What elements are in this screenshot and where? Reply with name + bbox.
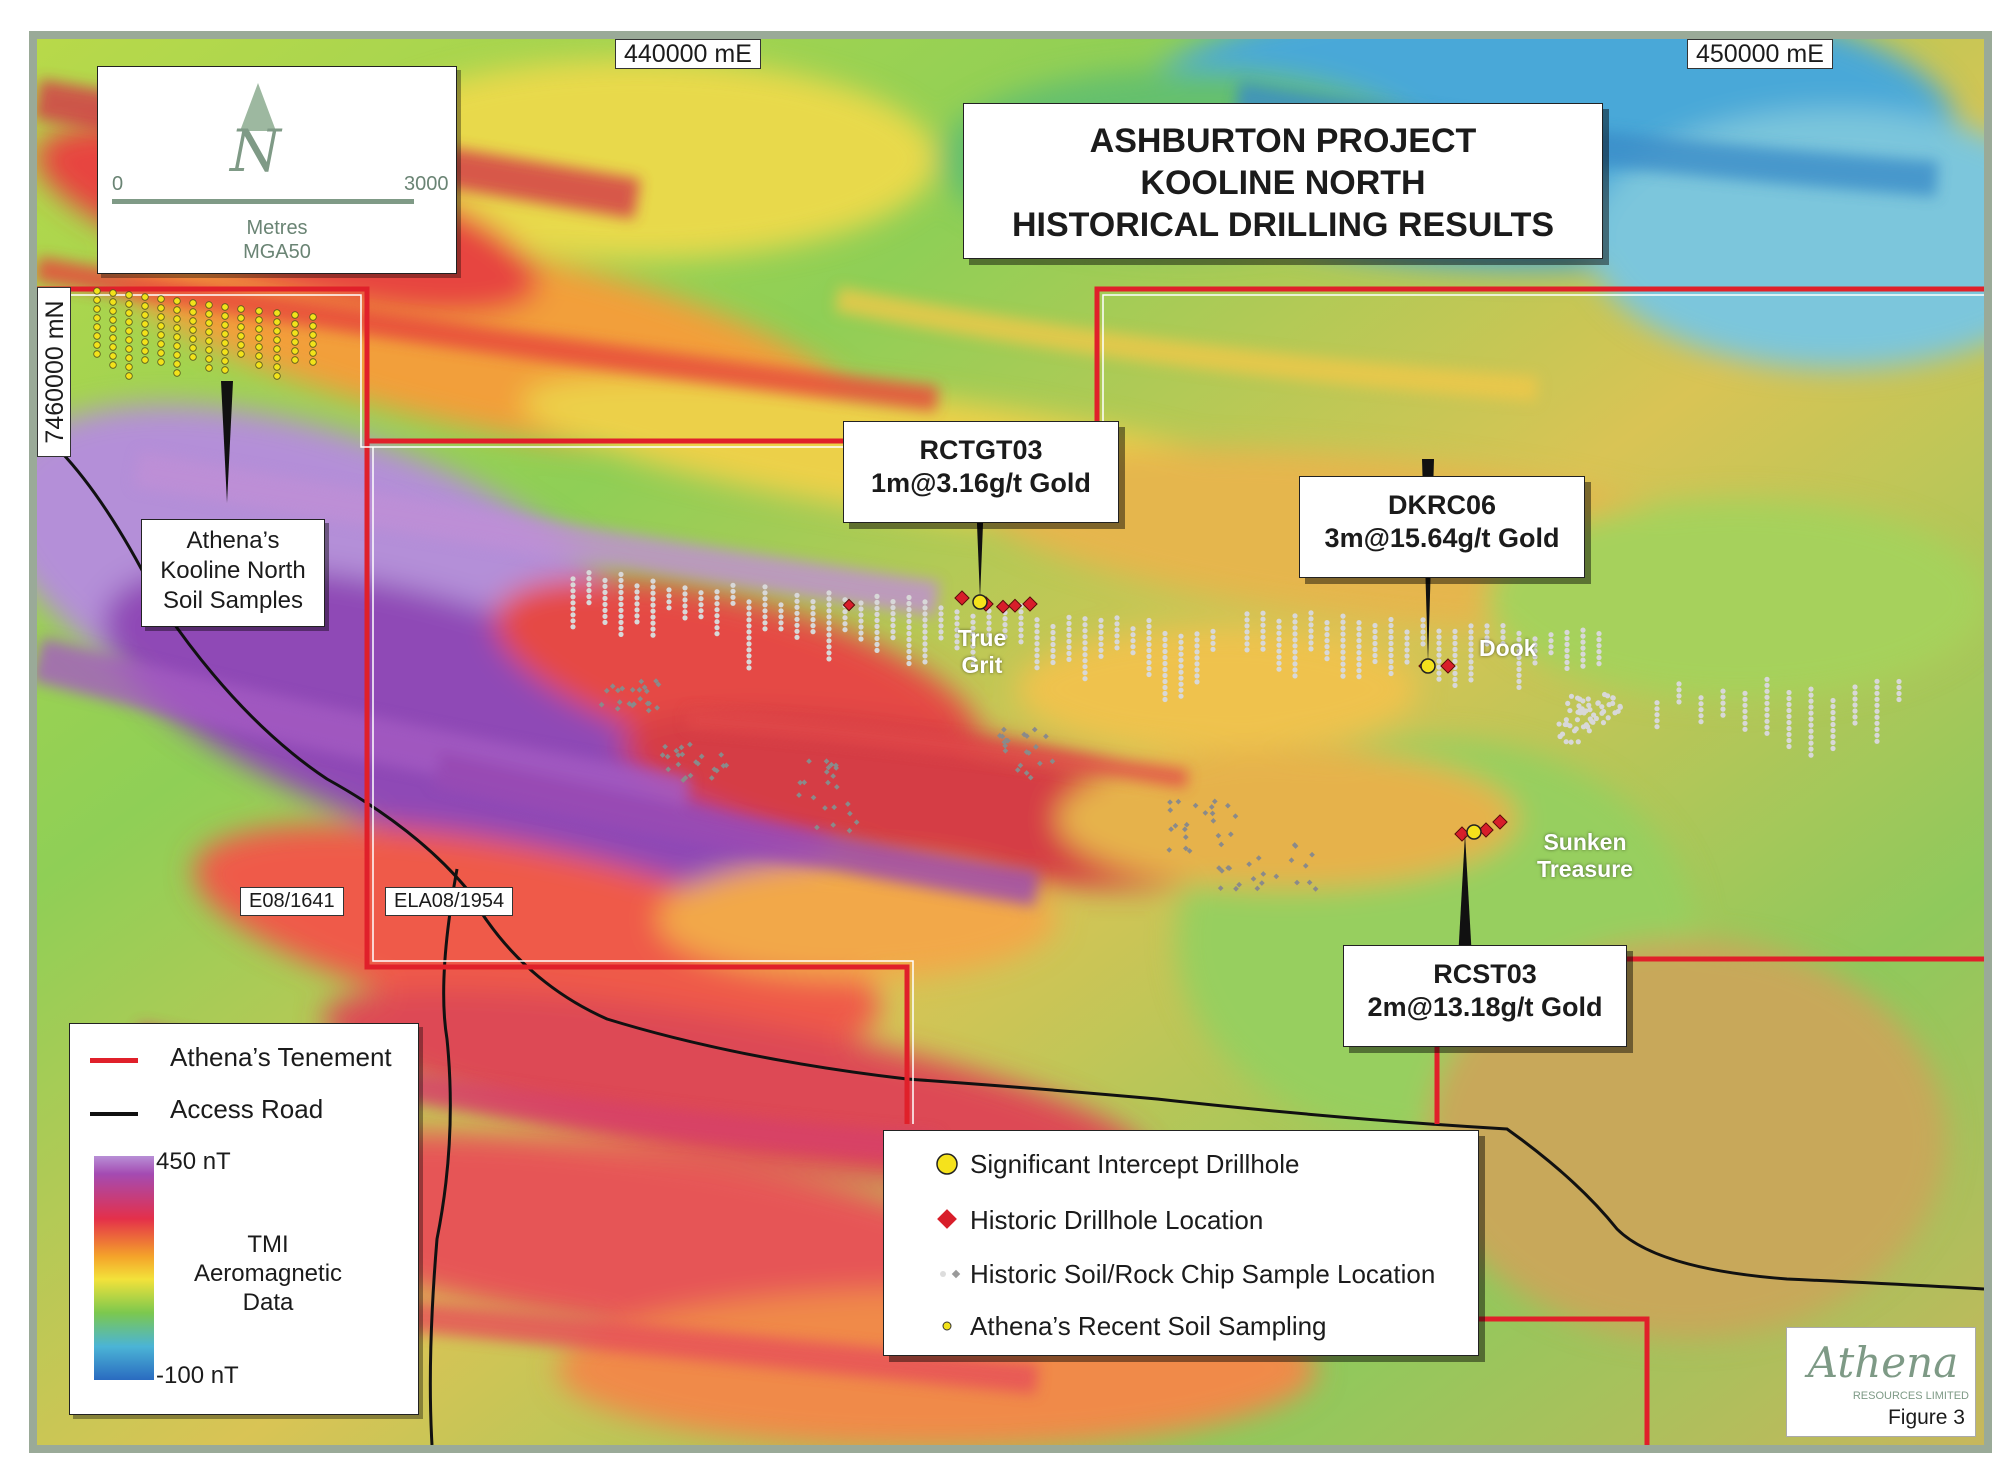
legend-tenement: Athena’s Tenement	[170, 1042, 392, 1072]
tenement-label-ela08-1954[interactable]: ELA08/1954	[385, 887, 514, 916]
callout-result: 3m@15.64g/t Gold	[1324, 523, 1560, 553]
soil-callout-line-3: Soil Samples	[162, 587, 304, 614]
athena-logo-sub: RESOURCES LIMITED	[1852, 1390, 1969, 1402]
prospect-sunken-treasure[interactable]: Sunken Treasure	[1523, 829, 1647, 883]
callout-result: 2m@13.18g/t Gold	[1367, 992, 1603, 1022]
scale-bar-panel: N 0 3000 Metres MGA50	[97, 66, 457, 274]
legend-min: -100 nT	[156, 1362, 239, 1389]
scale-datum: MGA50	[243, 241, 311, 263]
prospect-sunken-line-2: Treasure	[1537, 856, 1633, 882]
scale-units: Metres	[246, 217, 308, 239]
easting-label-450000: 450000 mE	[1687, 39, 1833, 69]
historic-rock-chip-samples	[598, 678, 1319, 892]
easting-label-440000: 440000 mE	[615, 39, 761, 69]
historic-drillhole-icon	[937, 1209, 957, 1229]
map-frame: 440000 mE 450000 mE 7460000 mN N 0 3000 …	[29, 31, 1992, 1453]
prospect-true-grit[interactable]: True Grit	[942, 625, 1022, 679]
intercept-drillhole-icon	[936, 1153, 958, 1175]
tmi-colour-ramp	[94, 1156, 154, 1380]
soil-sample-icon	[940, 1269, 961, 1279]
legend-data-line-3: Data	[242, 1289, 294, 1316]
scale-max: 3000	[404, 173, 449, 195]
legend-left: Athena’s Tenement Access Road 450 nT -10…	[69, 1023, 419, 1415]
prospect-dook[interactable]: Dook	[1479, 635, 1537, 661]
scale-line	[112, 199, 414, 204]
legend-max: 450 nT	[156, 1148, 231, 1175]
legend-historic-hole: Historic Drillhole Location	[970, 1205, 1264, 1235]
soil-callout-line-1: Athena’s	[186, 527, 280, 554]
callout-rcst03[interactable]: RCST03 2m@13.18g/t Gold	[1343, 945, 1627, 1047]
callout-hole-id: RCST03	[1433, 959, 1537, 989]
north-arrow-icon	[240, 83, 276, 131]
callout-hole-id: RCTGT03	[919, 435, 1043, 465]
callout-rctgt03[interactable]: RCTGT03 1m@3.16g/t Gold	[843, 421, 1119, 523]
intercept-dkrc06	[1420, 658, 1436, 674]
tenement-line-swatch	[90, 1058, 138, 1063]
title-box: ASHBURTON PROJECT KOOLINE NORTH HISTORIC…	[963, 103, 1603, 259]
north-letter: N	[230, 117, 281, 185]
callout-dkrc06[interactable]: DKRC06 3m@15.64g/t Gold	[1299, 476, 1585, 578]
intercept-rctgt03	[972, 594, 988, 610]
tenement-label-e08-1641[interactable]: E08/1641	[240, 887, 344, 916]
title-line-2: KOOLINE NORTH	[1140, 164, 1426, 202]
legend-road: Access Road	[170, 1094, 324, 1124]
road-line-swatch	[90, 1112, 138, 1116]
intercept-rcst03	[1466, 824, 1482, 840]
intercept-drillholes	[972, 594, 1482, 840]
scale-zero: 0	[112, 173, 124, 195]
legend-intercept: Significant Intercept Drillhole	[970, 1149, 1300, 1179]
athena-soil-icon	[942, 1321, 952, 1331]
prospect-true-grit-line-2: Grit	[961, 652, 1003, 678]
title-line-1: ASHBURTON PROJECT	[1089, 122, 1477, 160]
callout-result: 1m@3.16g/t Gold	[871, 468, 1091, 498]
soil-callout-line-2: Kooline North	[160, 557, 306, 584]
northing-label: 7460000 mN	[37, 287, 71, 457]
prospect-true-grit-line-1: True	[957, 625, 1007, 651]
athena-soil-samples	[93, 287, 317, 380]
soil-samples-callout[interactable]: Athena’s Kooline North Soil Samples	[141, 519, 325, 627]
tenement-boundary-inner	[37, 294, 1984, 1124]
legend-data-line-2: Aeromagnetic	[193, 1260, 343, 1287]
figure-label: Figure 3	[1887, 1406, 1965, 1429]
logo-panel: Athena RESOURCES LIMITED Figure 3	[1786, 1327, 1976, 1437]
northing-label-text: 7460000 mN	[41, 300, 69, 444]
prospect-sunken-line-1: Sunken	[1543, 829, 1627, 855]
legend-right: Significant Intercept Drillhole Historic…	[883, 1130, 1479, 1356]
historic-soil-samples	[570, 570, 1902, 758]
legend-data-line-1: TMI	[247, 1231, 289, 1258]
athena-logo: Athena	[1807, 1338, 1959, 1387]
legend-athena-soil: Athena’s Recent Soil Sampling	[970, 1311, 1327, 1341]
legend-data-label: TMI Aeromagnetic Data	[168, 1230, 368, 1317]
title-line-3: HISTORICAL DRILLING RESULTS	[1011, 206, 1555, 244]
callout-hole-id: DKRC06	[1387, 490, 1497, 520]
legend-soil-sample: Historic Soil/Rock Chip Sample Location	[970, 1259, 1436, 1289]
